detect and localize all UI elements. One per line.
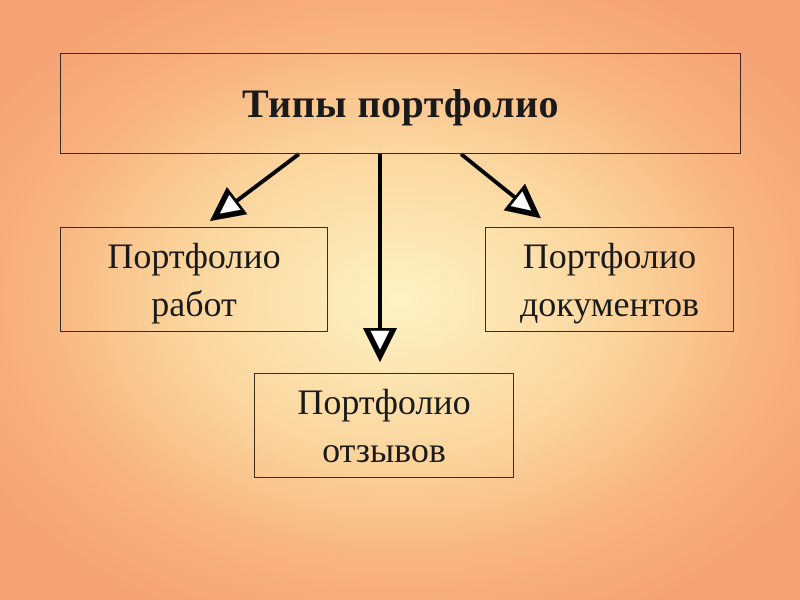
node-docs-line2: документов (519, 283, 700, 324)
node-box-works: Портфолио работ (60, 227, 328, 332)
node-label-works: Портфолио работ (107, 232, 280, 328)
arrow-to-docs (459, 152, 533, 212)
node-label-docs: Портфолио документов (520, 232, 699, 328)
node-works-line2: работ (151, 283, 237, 324)
arrow-to-works (218, 152, 301, 215)
root-node-label: Типы портфолио (241, 81, 560, 126)
node-reviews-line2: отзывов (322, 429, 446, 470)
node-box-docs: Портфолио документов (485, 227, 734, 332)
node-box-reviews: Портфолио отзывов (254, 373, 514, 478)
node-reviews-line1: Портфолио (297, 381, 471, 422)
node-label-reviews: Портфолио отзывов (297, 378, 470, 474)
root-node-box: Типы портфолио (60, 53, 741, 154)
node-works-line1: Портфолио (107, 235, 281, 276)
node-docs-line1: Портфолио (522, 235, 697, 276)
